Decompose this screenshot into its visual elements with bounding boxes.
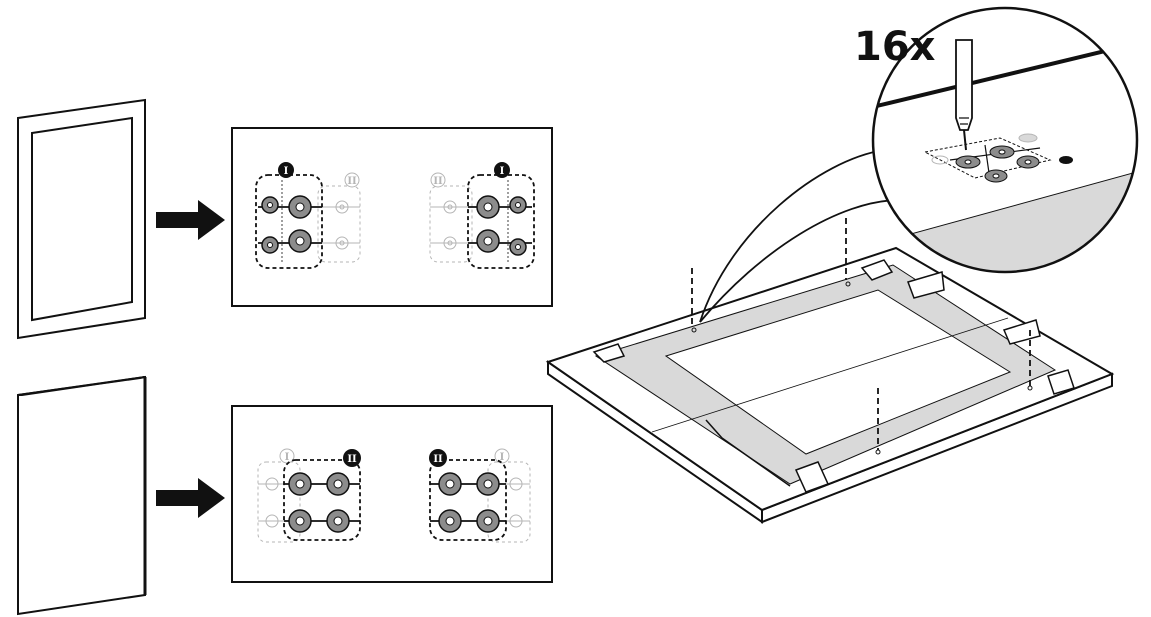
label-ii-badge: II (343, 449, 361, 467)
label-ii-faint: II (430, 172, 446, 188)
hole-pattern-group-top-right: II I (429, 162, 535, 269)
hole-pattern-detail-top (231, 127, 553, 307)
hole-pattern-group-bottom-left: I II (257, 448, 361, 543)
panel-perspective-illustration (545, 149, 1115, 524)
awl-icon (955, 39, 973, 151)
svg-text:II: II (347, 454, 357, 465)
label-ii-faint: II (344, 172, 360, 188)
magnified-hole-pattern (923, 133, 1073, 183)
svg-text:I: I (500, 166, 505, 177)
label-ii-badge: II (429, 449, 447, 467)
hole-pattern-group-top-left: II I (255, 162, 361, 269)
svg-text:II: II (347, 176, 357, 187)
arrow-right-icon (156, 200, 225, 240)
hole-pattern-group-bottom-right: I II (429, 448, 531, 543)
label-i-badge: I (494, 162, 510, 178)
label-i-faint: I (279, 448, 295, 464)
svg-text:I: I (500, 452, 505, 463)
svg-text:II: II (433, 454, 443, 465)
label-i-faint: I (494, 448, 510, 464)
framed-door-illustration (17, 98, 146, 340)
flat-door-illustration (17, 375, 147, 616)
arrow-right-icon (156, 478, 225, 518)
label-i-badge: I (278, 162, 294, 178)
svg-text:II: II (433, 176, 443, 187)
svg-text:I: I (284, 166, 289, 177)
hole-pattern-detail-bottom (231, 405, 553, 583)
svg-text:I: I (285, 452, 290, 463)
quantity-label: 16x (854, 24, 936, 70)
